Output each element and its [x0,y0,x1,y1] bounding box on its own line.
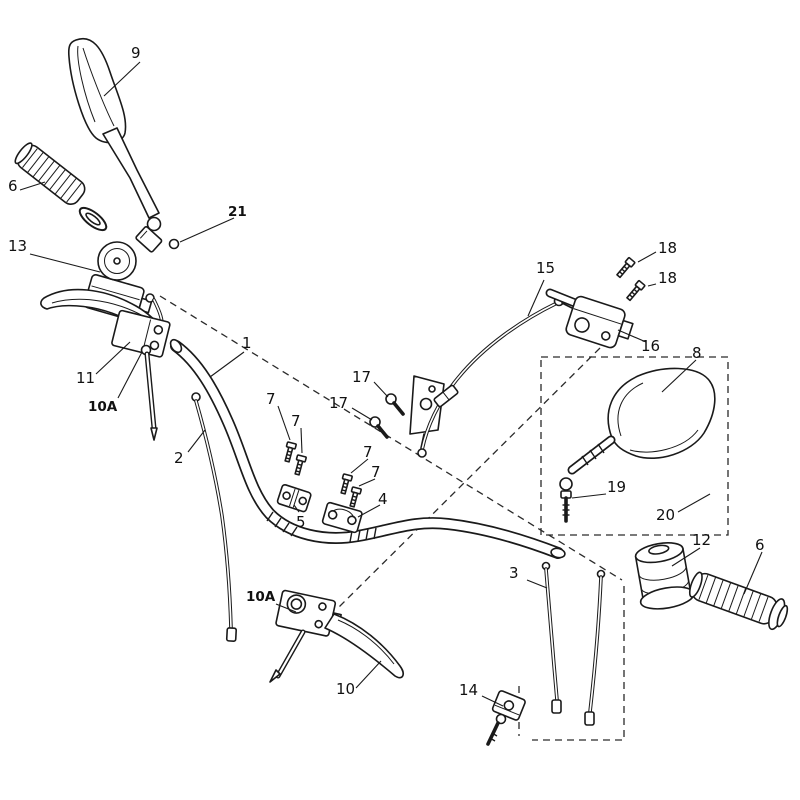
handlebar-clamp-upper [276,483,312,513]
callout-leader-lines [19,61,763,707]
callout-12: 12 [692,531,711,549]
callout-14: 14 [459,681,478,699]
callout-5: 5 [296,513,306,531]
callout-3: 3 [509,564,519,582]
part-number-callouts: 9 6 21 13 11 10A 1 2 17 17 15 18 18 16 8… [8,44,765,699]
mirror-kit-dashed-box [540,356,729,536]
callout-17-upper: 17 [352,368,371,386]
callout-18-upper: 18 [658,239,677,257]
right-mirror-drawing [559,367,716,523]
callout-6-right: 6 [755,536,765,554]
throttle-cables-drawing [541,561,606,726]
callout-7-b: 7 [291,412,301,430]
callout-7-c: 7 [363,443,373,461]
left-mirror-mount [135,226,163,253]
mirror-mount-stud [168,238,180,250]
handlebar-clamp-lower [321,501,363,534]
callout-8: 8 [692,344,702,362]
callout-16: 16 [641,337,660,355]
right-brake-lever-drawing [269,589,404,683]
left-brake-lever-drawing [40,288,171,441]
left-grip-drawing [14,142,108,232]
callout-15: 15 [536,259,555,277]
left-mirror-stem [102,127,160,219]
clamp-bolts-drawing [284,441,362,508]
left-mirror-drawing [67,37,180,253]
callout-10: 10 [336,680,355,698]
right-grip-drawing [688,571,789,631]
callout-21: 21 [228,204,247,220]
lower-bracket-drawing [486,690,526,746]
callout-19: 19 [607,478,626,496]
mirror-bolt [560,490,572,523]
callout-18-lower: 18 [658,269,677,287]
callout-7-a: 7 [266,390,276,408]
throttle-housing-drawing [634,542,695,610]
callout-9: 9 [131,44,141,62]
callout-6-left: 6 [8,177,18,195]
switch-screws-drawing [616,257,646,302]
handlebar-knurl-marks [266,511,377,543]
callout-10a-right: 10A [246,589,276,605]
clutch-cable-drawing [191,392,238,642]
cable-bracket-drawing [369,375,445,449]
callout-11: 11 [76,369,95,387]
callout-17-lower: 17 [329,394,348,412]
throttle-cable-drawing [417,295,577,458]
callout-20: 20 [656,506,675,524]
handlebar-drawing [169,338,566,559]
callout-13: 13 [8,237,27,255]
lever-pin-tip [150,427,158,441]
grip-washer [78,206,108,232]
callout-4: 4 [378,490,388,508]
callout-2: 2 [174,449,184,467]
callout-1: 1 [242,334,252,352]
callout-7-d: 7 [371,463,381,481]
callout-10a-left: 10A [88,399,118,415]
right-switch-drawing [545,288,634,349]
